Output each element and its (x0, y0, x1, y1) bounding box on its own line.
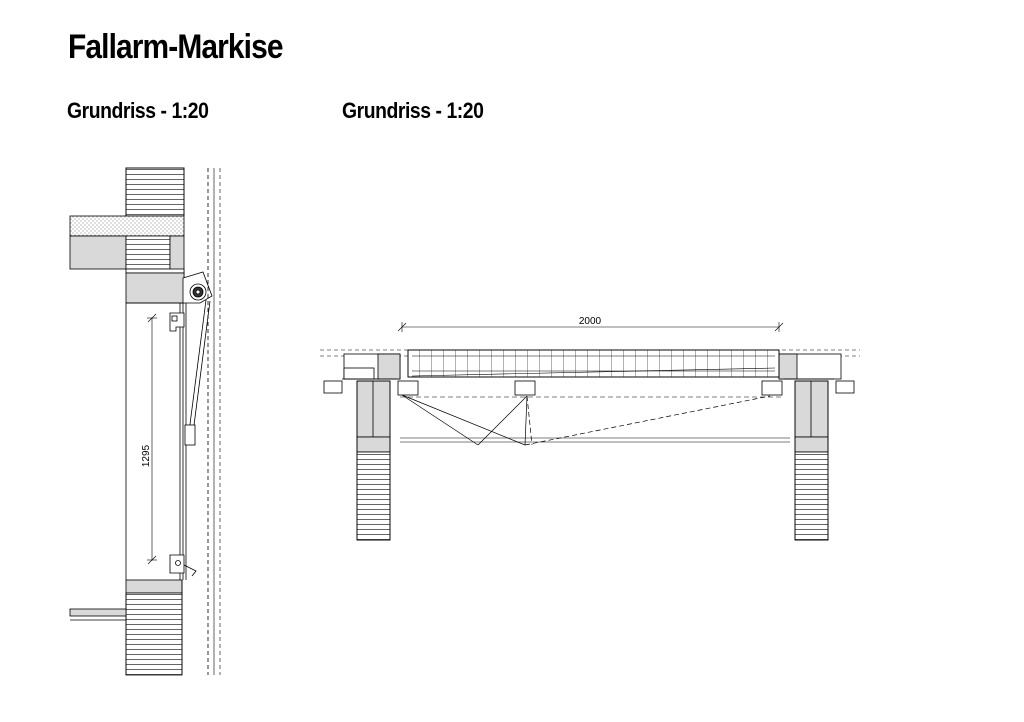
right-wall-head (778, 353, 842, 380)
view-label-left: Grundriss - 1:20 (67, 98, 209, 123)
right-pier (794, 380, 829, 541)
upper-arm-bracket (169, 312, 185, 332)
dimension-label-left: 1295 (141, 444, 152, 467)
left-section-drawing (69, 167, 221, 676)
drop-arms-plan (400, 394, 790, 446)
lower-arm-bracket (169, 554, 197, 577)
lower-wall (69, 579, 183, 676)
view-label-right: Grundriss - 1:20 (342, 98, 484, 123)
upper-wall (69, 167, 185, 304)
awning-cassette-plan (407, 349, 780, 378)
dimension-label-right: 2000 (579, 316, 602, 327)
right-plan-drawing (320, 322, 860, 541)
page-title: Fallarm-Markise (68, 28, 284, 66)
drop-arm (184, 299, 211, 446)
left-wall-head (343, 353, 401, 380)
awning-cassette (182, 271, 213, 304)
window-frame (125, 303, 187, 580)
dimension-line-horizontal (397, 322, 784, 332)
dimension-line-vertical (147, 313, 157, 565)
wall-brackets (323, 378, 855, 396)
left-pier (356, 380, 391, 541)
